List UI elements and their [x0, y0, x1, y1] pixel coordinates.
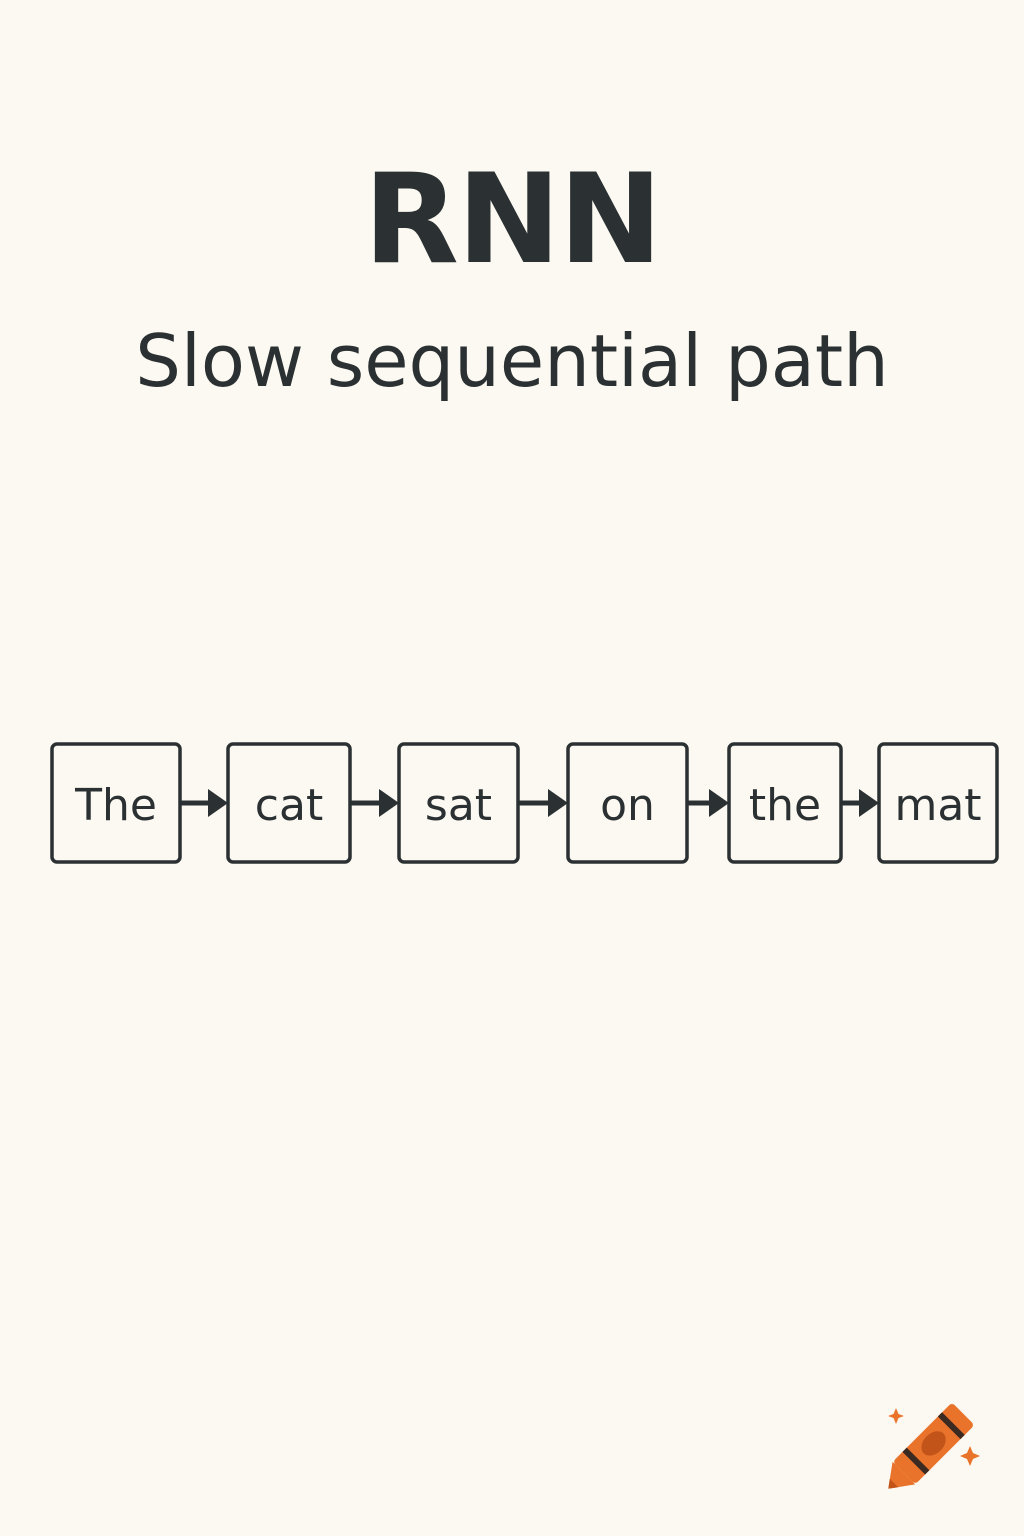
page-subtitle: Slow sequential path [135, 319, 889, 403]
token-box-4: on [566, 742, 689, 864]
arrow-head [709, 789, 729, 817]
arrow-2 [350, 789, 399, 817]
arrow-5 [841, 789, 879, 817]
arrow-1 [180, 789, 228, 817]
page-title: RNN [363, 148, 662, 292]
token-box-1: The [50, 742, 182, 864]
arrow-head [859, 789, 879, 817]
token-box-5: the [727, 742, 843, 864]
arrow-head [548, 789, 568, 817]
token-label: sat [425, 780, 492, 831]
arrow-head [379, 789, 399, 817]
token-box-6: mat [877, 742, 999, 864]
token-label: cat [255, 780, 323, 831]
arrow-4 [687, 789, 729, 817]
arrow-head [208, 789, 228, 817]
token-box-2: cat [226, 742, 352, 864]
token-label: mat [894, 780, 981, 831]
token-label: on [600, 780, 655, 831]
token-label: The [74, 780, 157, 831]
arrow-3 [518, 789, 568, 817]
crayon-icon [888, 1404, 980, 1489]
token-label: the [749, 780, 821, 831]
token-box-3: sat [397, 742, 520, 864]
